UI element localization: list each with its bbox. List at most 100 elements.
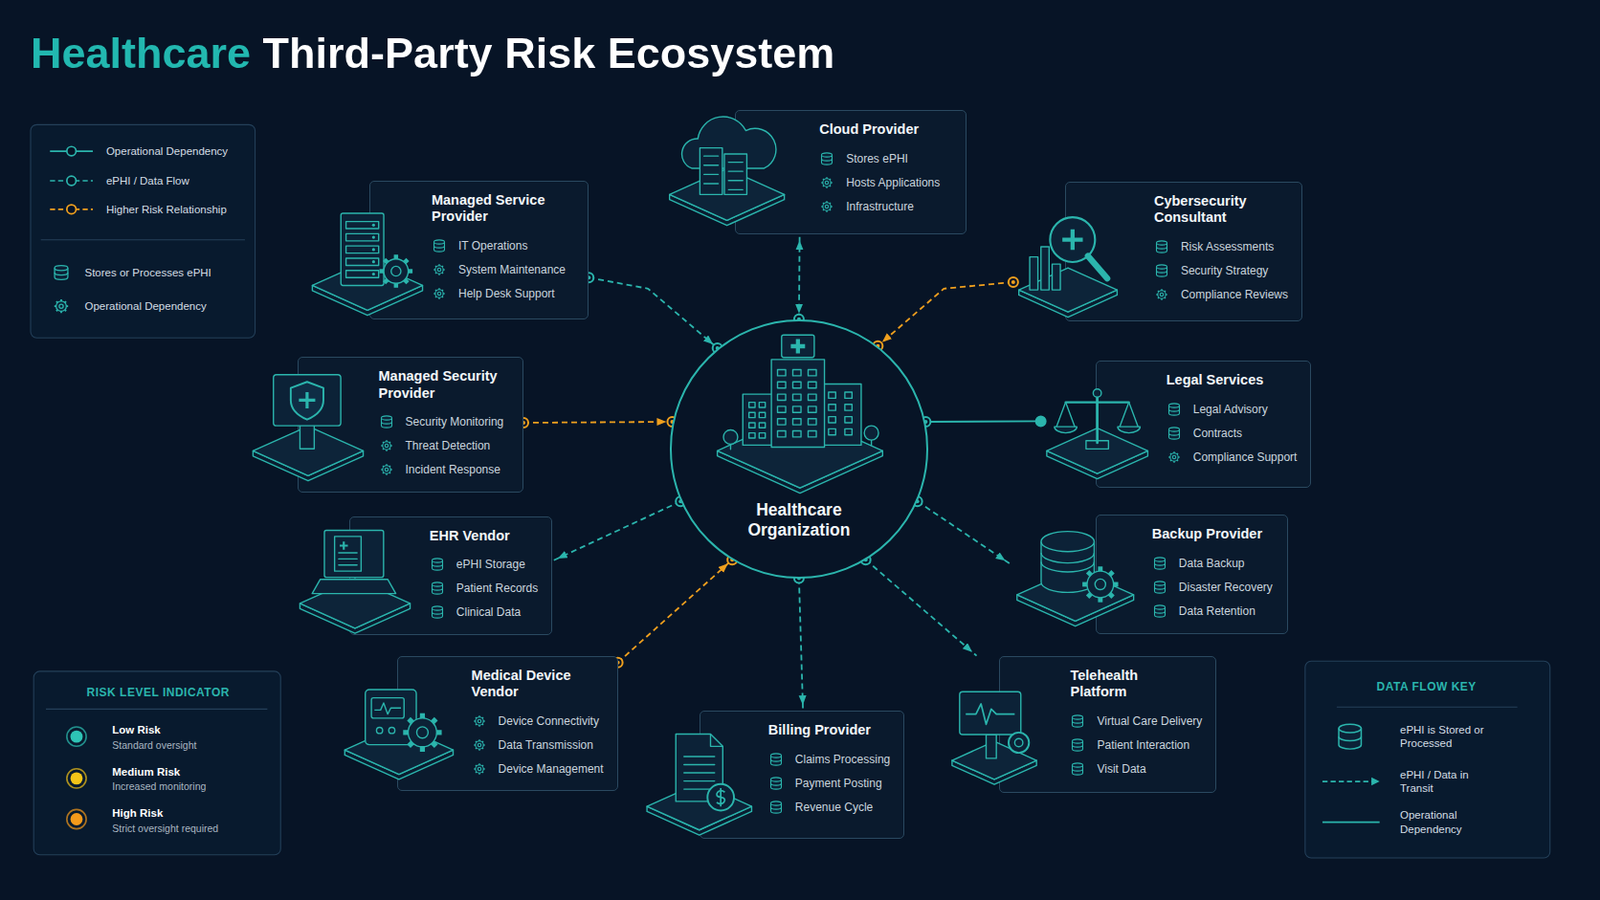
icon-stroke: [338, 558, 357, 560]
dot-ring: [1036, 416, 1046, 426]
vendor-illustration: [1010, 523, 1140, 628]
data-flow-connector: [917, 501, 1011, 564]
icon-stroke: [770, 783, 781, 786]
icon-stroke: [777, 395, 786, 401]
icon-stroke: [384, 468, 388, 472]
box-item: Threat Detection: [378, 434, 510, 459]
database-symbol: [429, 580, 445, 597]
dot-core: [1011, 280, 1016, 285]
icon-stroke: [683, 773, 714, 775]
icon-stroke: [864, 426, 879, 442]
box-heading: Medical Device Vendor: [471, 667, 604, 702]
icon-stroke: [345, 270, 378, 278]
icon-stroke: [828, 404, 836, 411]
box-item-text: Incident Response: [405, 463, 501, 477]
icon-stroke: [965, 704, 1015, 725]
database-symbol: [768, 776, 784, 792]
gear-symbol: [471, 761, 488, 778]
icon-stroke: [1154, 581, 1165, 586]
gear-symbol: [471, 713, 488, 730]
icon-stroke: [474, 741, 483, 750]
icon-stroke: [381, 466, 390, 474]
icon-stroke: [1154, 587, 1165, 590]
icon-stroke: [777, 370, 786, 377]
icon-stroke: [807, 406, 817, 413]
icon-stroke: [1338, 736, 1361, 741]
icon-stroke: [723, 430, 738, 445]
icon-stroke: [844, 429, 852, 436]
box-item: Security Strategy: [1154, 259, 1289, 284]
vendor-box: Cybersecurity ConsultantRisk Assessments…: [1013, 181, 1303, 322]
box-item-text: Patient Interaction: [1096, 738, 1190, 753]
database-symbol: [1152, 555, 1168, 572]
box-frame: Backup ProviderData BackupDisaster Recov…: [1095, 514, 1288, 635]
risk-ring: [66, 809, 87, 829]
risk-note: Increased monitoring: [111, 780, 206, 793]
box-item-text: Contracts: [1193, 426, 1243, 441]
vendor-box: EHR VendorePHI StoragePatient RecordsCli…: [293, 516, 553, 637]
icon-stroke: [345, 233, 378, 241]
box-item: Data Transmission: [471, 733, 604, 757]
box-item-text: Data Backup: [1178, 556, 1245, 571]
box-item: Legal Advisory: [1166, 398, 1298, 423]
box-item: Virtual Care Delivery: [1069, 709, 1202, 734]
box-item-text: Patient Records: [456, 581, 538, 596]
database-symbol: [431, 238, 447, 254]
icon-stroke: [1172, 456, 1176, 460]
icon-stroke: [1072, 739, 1084, 744]
icon-stroke: [1088, 256, 1108, 279]
icon-stroke: [1072, 745, 1084, 748]
box-item: Data Retention: [1152, 600, 1274, 624]
database-symbol: [1154, 239, 1170, 255]
icon-stroke: [822, 202, 831, 211]
box-item-text: Infrastructure: [845, 200, 914, 214]
icon-stroke: [822, 178, 831, 187]
box-item-text: Hosts Applications: [845, 176, 940, 190]
vendor-box: Managed Security ProviderSecurity Monito…: [246, 356, 524, 493]
box-item-text: Legal Advisory: [1193, 402, 1268, 417]
icon-stroke: [431, 558, 443, 563]
icon-stroke: [437, 267, 441, 271]
data-flow-connector: [552, 501, 681, 561]
box-item: Compliance Reviews: [1154, 283, 1289, 308]
box-item-text: System Maintenance: [458, 263, 566, 277]
icon-stroke: [777, 431, 786, 438]
box-heading: Cybersecurity Consultant: [1154, 193, 1289, 227]
icon-stroke: [792, 370, 801, 377]
icon-stroke: [1065, 400, 1129, 403]
icon-stroke: [792, 419, 801, 425]
icon-stroke: [338, 552, 357, 554]
box-item: Device Connectivity: [471, 709, 604, 734]
icon-stroke: [710, 734, 723, 748]
icon-stroke: [1155, 241, 1167, 245]
icon-stroke: [1154, 563, 1165, 566]
box-item: Patient Records: [429, 577, 538, 601]
gear-symbol: [378, 462, 395, 478]
icon-stroke: [54, 272, 68, 276]
hub-label: Healthcare Organization: [717, 500, 881, 540]
box-heading: Telehealth Platform: [1069, 667, 1176, 702]
icon-stroke: [431, 588, 443, 591]
icon-stroke: [958, 691, 1021, 735]
icon-stroke: [724, 154, 747, 195]
box-item: IT Operations: [431, 234, 575, 259]
box-item-text: Security Monitoring: [405, 415, 505, 429]
legend-text: ePHI / Data Flow: [106, 174, 190, 188]
icon-stroke: [431, 564, 443, 567]
icon-stroke: [290, 381, 324, 420]
box-item-text: Compliance Support: [1193, 450, 1298, 465]
data-flow-connector: [618, 559, 734, 663]
icon-stroke: [1170, 453, 1178, 462]
icon-stroke: [1072, 769, 1084, 772]
connector-dot: [1036, 416, 1046, 426]
icon-stroke: [807, 370, 817, 377]
box-item: ePHI Storage: [429, 553, 538, 578]
icon-stroke: [828, 417, 836, 423]
box-item: Compliance Support: [1166, 445, 1298, 470]
data-flow-connector: [588, 277, 717, 349]
icon-stroke: [1054, 426, 1077, 433]
icon-stroke: [299, 423, 314, 449]
icon-stroke: [372, 272, 376, 276]
legend-sample: [49, 146, 93, 156]
icon-stroke: [770, 777, 781, 782]
